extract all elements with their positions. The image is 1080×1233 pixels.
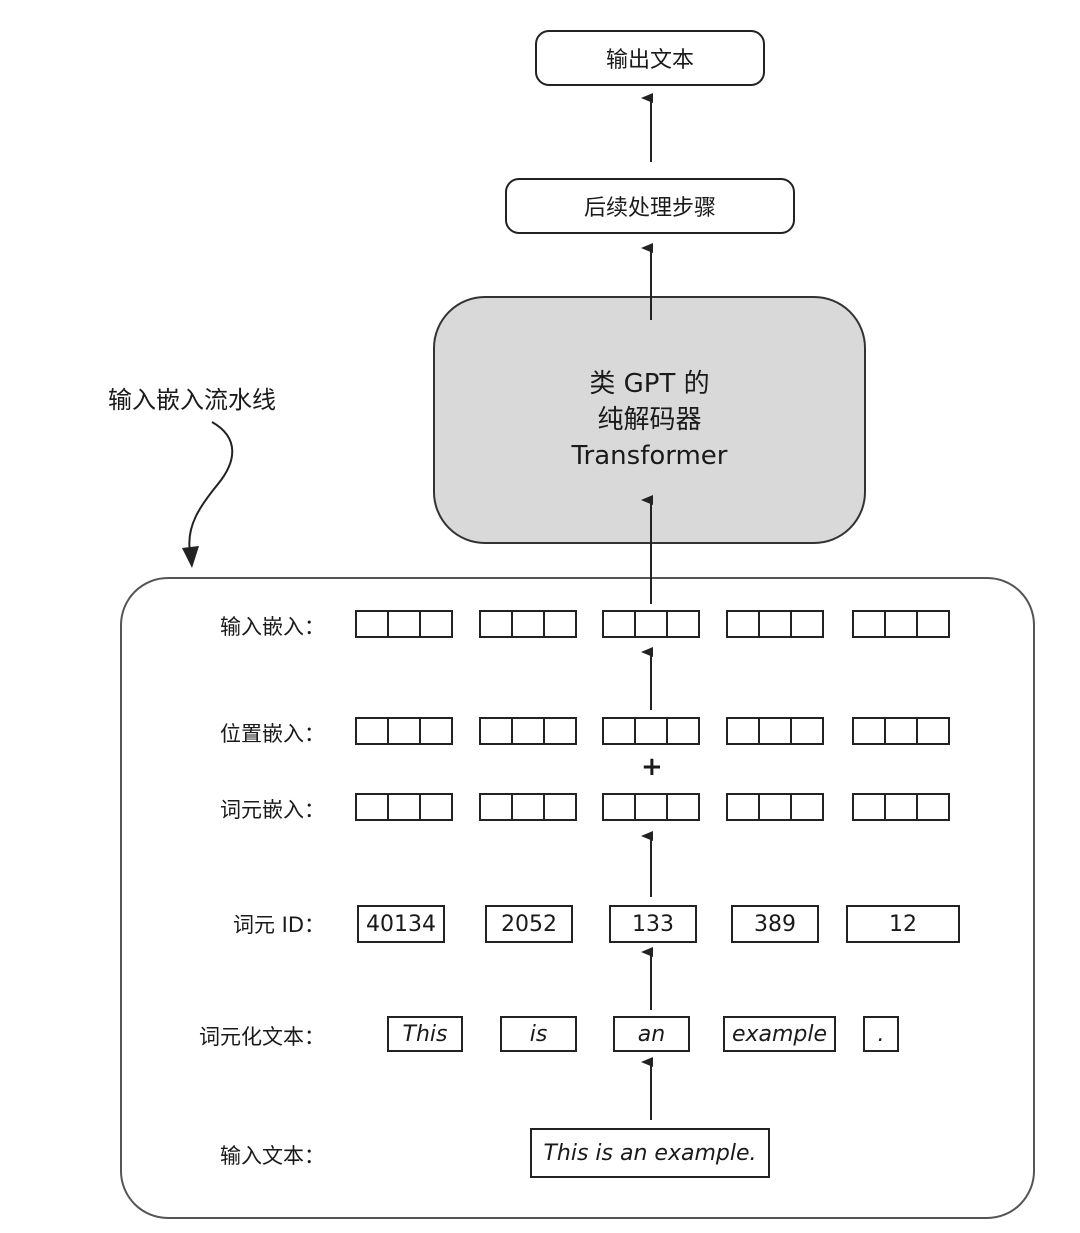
transformer-line-3: Transformer — [571, 441, 728, 471]
token-box: . — [863, 1016, 899, 1052]
token-id-box: 12 — [846, 905, 960, 943]
token-box: example — [723, 1016, 836, 1052]
input-embedding-vector — [602, 610, 700, 638]
transformer-line-2: 纯解码器 — [597, 405, 702, 435]
input-embedding-vector — [852, 610, 950, 638]
output-text-label: 输出文本 — [605, 48, 694, 73]
row-label-tokenized-text: 词元化文本： — [199, 1025, 325, 1049]
transformer-line-1: 类 GPT 的 — [589, 369, 710, 399]
post-processing-box: 后续处理步骤 — [505, 178, 795, 234]
input-embedding-vector — [726, 610, 824, 638]
token-id-box: 389 — [731, 905, 819, 943]
row-label-position-embedding: 位置嵌入： — [220, 722, 325, 746]
pipeline-label: 输入嵌入流水线 — [108, 386, 276, 414]
token-id-box: 40134 — [357, 905, 445, 943]
input-embedding-vector — [355, 610, 453, 638]
pipeline-pointer-curve — [188, 421, 234, 553]
row-label-token-id: 词元 ID： — [232, 913, 325, 937]
input-embedding-pipeline — [120, 577, 1035, 1219]
position-embedding-vector — [852, 717, 950, 745]
row-label-input-text: 输入文本： — [220, 1144, 325, 1168]
token-box: is — [500, 1016, 577, 1052]
position-embedding-vector — [726, 717, 824, 745]
token-embedding-vector — [355, 793, 453, 821]
token-embedding-vector — [602, 793, 700, 821]
pipeline-pointer-head — [182, 546, 199, 568]
position-embedding-vector — [355, 717, 453, 745]
token-embedding-vector — [479, 793, 577, 821]
input-sentence-box: This is an example. — [530, 1128, 770, 1178]
plus-sign: + — [641, 752, 663, 782]
token-id-box: 133 — [609, 905, 697, 943]
post-processing-label: 后续处理步骤 — [583, 196, 716, 221]
position-embedding-vector — [479, 717, 577, 745]
row-label-token-embedding: 词元嵌入： — [220, 798, 325, 822]
token-box: an — [613, 1016, 690, 1052]
token-id-box: 2052 — [485, 905, 573, 943]
position-embedding-vector — [602, 717, 700, 745]
output-text-box: 输出文本 — [535, 30, 765, 86]
token-box: This — [387, 1016, 463, 1052]
token-embedding-vector — [852, 793, 950, 821]
row-label-input-embedding: 输入嵌入： — [220, 615, 325, 639]
token-embedding-vector — [726, 793, 824, 821]
input-embedding-vector — [479, 610, 577, 638]
